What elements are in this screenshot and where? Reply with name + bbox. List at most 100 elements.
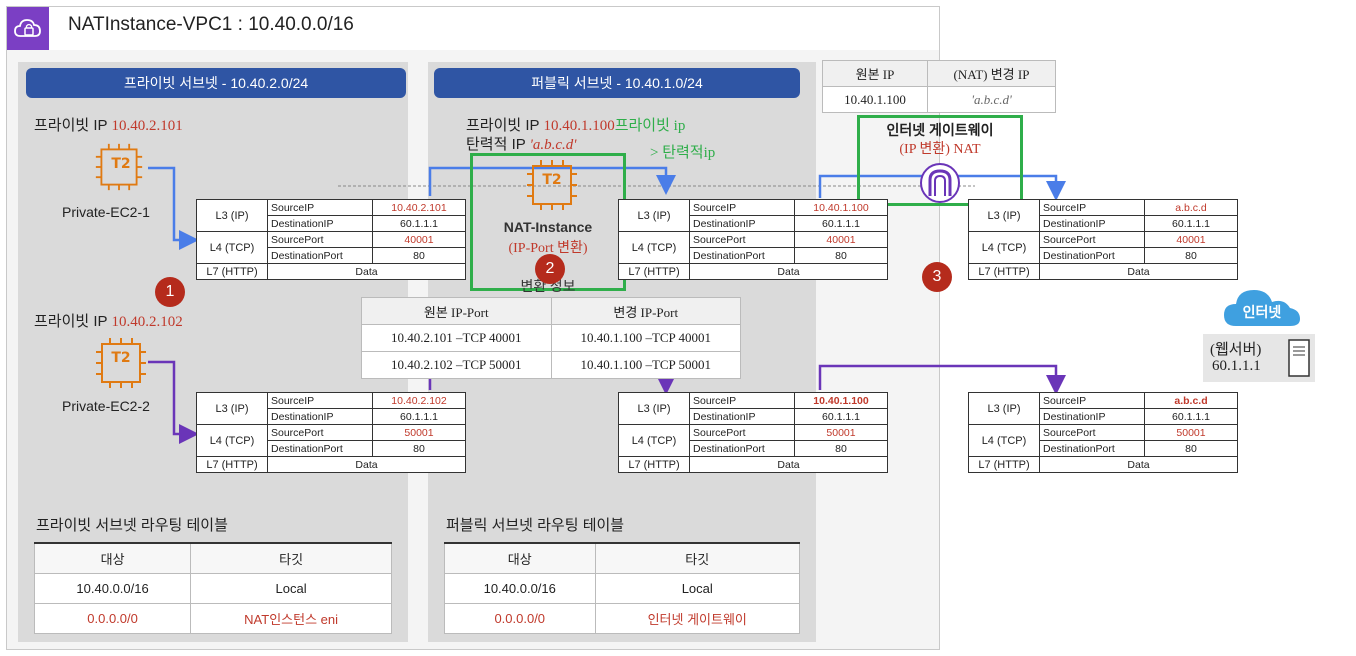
ec2-1-chip-icon — [94, 142, 144, 196]
field-label: DestinationIP — [689, 215, 795, 232]
field-label: SourceIP — [267, 392, 373, 409]
route-cell: 10.40.0.0/16 — [33, 573, 192, 604]
data-label: Data — [1039, 456, 1238, 473]
field-label: DestinationPort — [689, 247, 795, 264]
field-label: SourcePort — [1039, 424, 1145, 441]
layer-label: L7 (HTTP) — [196, 456, 268, 473]
layer-label: L4 (TCP) — [968, 231, 1040, 264]
ec2-2-chip-label: T2 — [111, 350, 131, 366]
field-label: DestinationIP — [1039, 215, 1145, 232]
field-value: 80 — [1144, 247, 1238, 264]
nat-ip-annotation-1: 프라이빗 ip — [614, 118, 686, 134]
conversion-info-label: 변환 정보 — [520, 280, 576, 295]
field-label: SourcePort — [1039, 231, 1145, 248]
field-value: 40001 — [794, 231, 888, 248]
data-label: Data — [689, 456, 888, 473]
ec2-1-chip-label: T2 — [111, 156, 131, 172]
nat-ip-annotation-2: > 탄력적ip — [650, 145, 716, 161]
route-header: 대상 — [444, 542, 596, 574]
layer-label: L4 (TCP) — [196, 231, 268, 264]
data-label: Data — [267, 456, 466, 473]
route-cell: 10.40.0.0/16 — [444, 573, 596, 604]
port-map-cell: 10.40.2.102 –TCP 50001 — [361, 351, 552, 379]
field-value: a.b.c.d — [1144, 392, 1238, 409]
layer-label: L7 (HTTP) — [618, 263, 690, 280]
nat-instance-name: NAT-Instance — [503, 219, 593, 235]
layer-label: L3 (IP) — [618, 199, 690, 232]
field-label: DestinationPort — [267, 440, 373, 457]
field-label: SourceIP — [1039, 392, 1145, 409]
field-value: 80 — [372, 440, 466, 457]
data-label: Data — [689, 263, 888, 280]
route-cell: 0.0.0.0/0 — [33, 603, 192, 634]
vpc-cloud-lock-icon — [7, 7, 49, 50]
step-badge-2: 2 — [535, 254, 565, 284]
field-label: SourcePort — [267, 231, 373, 248]
field-value: 80 — [794, 440, 888, 457]
field-label: DestinationIP — [267, 408, 373, 425]
layer-label: L7 (HTTP) — [618, 456, 690, 473]
route-header: 타깃 — [190, 542, 392, 574]
port-map-cell: 10.40.2.101 –TCP 40001 — [361, 324, 552, 352]
private-subnet-header: 프라이빗 서브넷 - 10.40.2.0/24 — [26, 68, 406, 98]
public-route-table-title: 퍼블릭 서브넷 라우팅 테이블 — [446, 517, 625, 534]
route-cell: Local — [594, 573, 800, 604]
ec2-2-ip-label: 프라이빗 IP 10.40.2.102 — [34, 313, 183, 330]
port-map-cell: 10.40.1.100 –TCP 40001 — [550, 324, 741, 352]
field-value: 80 — [372, 247, 466, 264]
data-label: Data — [1039, 263, 1238, 280]
field-value: 40001 — [372, 231, 466, 248]
field-label: DestinationPort — [1039, 440, 1145, 457]
layer-label: L7 (HTTP) — [968, 263, 1040, 280]
field-value: 10.40.2.102 — [372, 392, 466, 409]
nat-chip-label: T2 — [542, 172, 562, 188]
server-icon — [1288, 339, 1310, 381]
step-badge-1: 1 — [155, 277, 185, 307]
field-label: DestinationIP — [1039, 408, 1145, 425]
port-map-header: 변경 IP-Port — [550, 297, 741, 325]
field-label: DestinationPort — [689, 440, 795, 457]
layer-label: L3 (IP) — [968, 392, 1040, 425]
field-value: 60.1.1.1 — [794, 215, 888, 232]
field-label: SourcePort — [689, 231, 795, 248]
layer-label: L4 (TCP) — [618, 424, 690, 457]
field-label: SourcePort — [267, 424, 373, 441]
ec2-1-ip-label: 프라이빗 IP 10.40.2.101 — [34, 117, 183, 134]
field-label: DestinationPort — [267, 247, 373, 264]
igw-gateway-icon — [916, 162, 964, 208]
nat-instance-sub: (IP-Port 변환) — [508, 241, 588, 256]
igw-title: 인터넷 게이트웨이 — [886, 122, 994, 138]
layer-label: L7 (HTTP) — [196, 263, 268, 280]
ec2-2-chip-icon — [94, 336, 148, 394]
field-label: SourceIP — [1039, 199, 1145, 216]
igw-sub: (IP 변환) NAT — [899, 142, 981, 157]
private-route-table-title: 프라이빗 서브넷 라우팅 테이블 — [36, 517, 228, 534]
nat-chip-icon — [525, 158, 579, 216]
webserver-ip: 60.1.1.1 — [1212, 358, 1261, 374]
webserver-label: (웹서버) — [1210, 342, 1262, 358]
data-label: Data — [267, 263, 466, 280]
nat-ip-cell: 10.40.1.100 — [822, 86, 928, 113]
internet-cloud-icon — [1222, 282, 1302, 336]
field-value: 60.1.1.1 — [794, 408, 888, 425]
nat-private-ip-label: 프라이빗 IP 10.40.1.100프라이빗 ip — [466, 117, 686, 134]
layer-label: L3 (IP) — [968, 199, 1040, 232]
field-value: 60.1.1.1 — [1144, 408, 1238, 425]
field-label: SourceIP — [689, 392, 795, 409]
field-value: 50001 — [372, 424, 466, 441]
ec2-1-name: Private-EC2-1 — [62, 204, 150, 220]
layer-label: L3 (IP) — [618, 392, 690, 425]
route-cell: 인터넷 게이트웨이 — [594, 603, 800, 634]
nat-ip-header: (NAT) 변경 IP — [927, 60, 1056, 87]
step-badge-3: 3 — [922, 262, 952, 292]
nat-ip-cell: 'a.b.c.d' — [927, 86, 1056, 113]
field-value: a.b.c.d — [1144, 199, 1238, 216]
layer-label: L7 (HTTP) — [968, 456, 1040, 473]
nat-ip-header: 원본 IP — [822, 60, 928, 87]
